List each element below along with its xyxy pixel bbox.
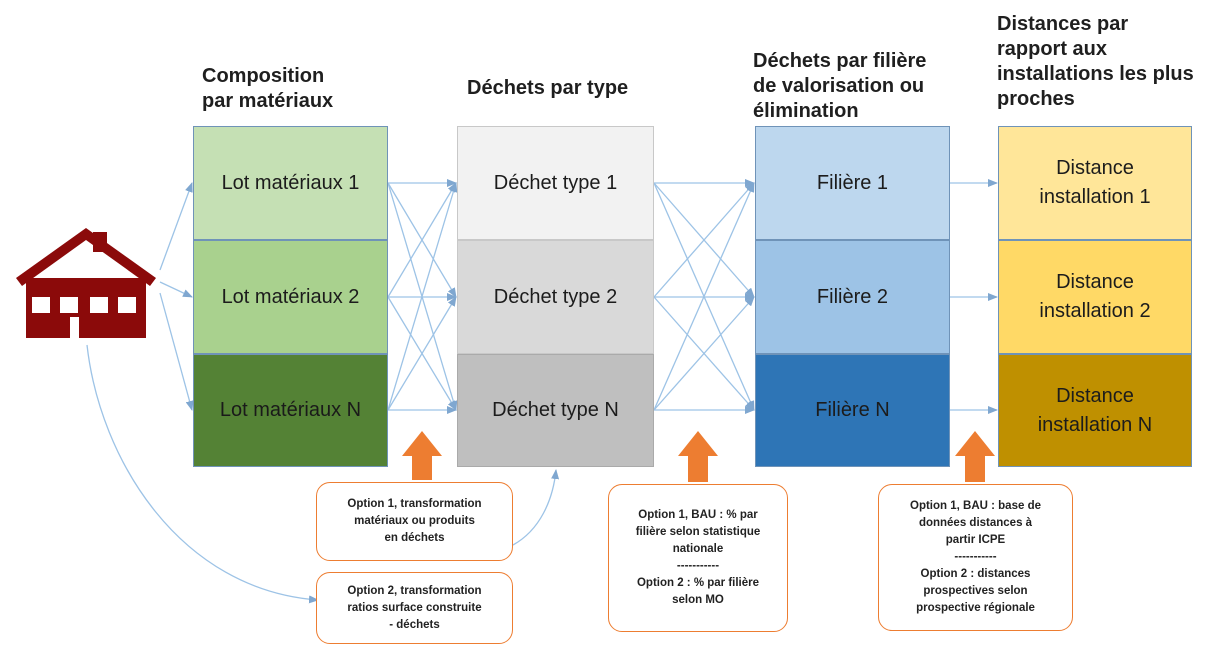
lot-materiaux-n-box: Lot matériaux N bbox=[193, 354, 388, 467]
dechet-type-2-box: Déchet type 2 bbox=[457, 240, 654, 354]
filiere-n-box: Filière N bbox=[755, 354, 950, 467]
distance-installation-1-box: Distance installation 1 bbox=[998, 126, 1192, 240]
note-filiere-options: Option 1, BAU : % par filière selon stat… bbox=[608, 484, 788, 632]
header-distances: Distances par rapport aux installations … bbox=[997, 13, 1194, 110]
dechet-type-1-box: Déchet type 1 bbox=[457, 126, 654, 240]
header-filiere: Déchets par filière de valorisation ou é… bbox=[753, 50, 927, 122]
header-dechets-par-type: Déchets par type bbox=[467, 77, 629, 99]
note-distance-options: Option 1, BAU : base de données distance… bbox=[878, 484, 1073, 631]
lot-materiaux-2-box: Lot matériaux 2 bbox=[193, 240, 388, 354]
note-lot-option-2: Option 2, transformation ratios surface … bbox=[316, 572, 513, 644]
note-lot-option-1: Option 1, transformation matériaux ou pr… bbox=[316, 482, 513, 561]
house-icon bbox=[16, 228, 156, 338]
header-composition: Composition par matériaux bbox=[202, 65, 334, 112]
distance-installation-2-box: Distance installation 2 bbox=[998, 240, 1192, 354]
lot-materiaux-1-box: Lot matériaux 1 bbox=[193, 126, 388, 240]
dechet-type-n-box: Déchet type N bbox=[457, 354, 654, 467]
filiere-2-box: Filière 2 bbox=[755, 240, 950, 354]
distance-installation-n-box: Distance installation N bbox=[998, 354, 1192, 467]
filiere-1-box: Filière 1 bbox=[755, 126, 950, 240]
